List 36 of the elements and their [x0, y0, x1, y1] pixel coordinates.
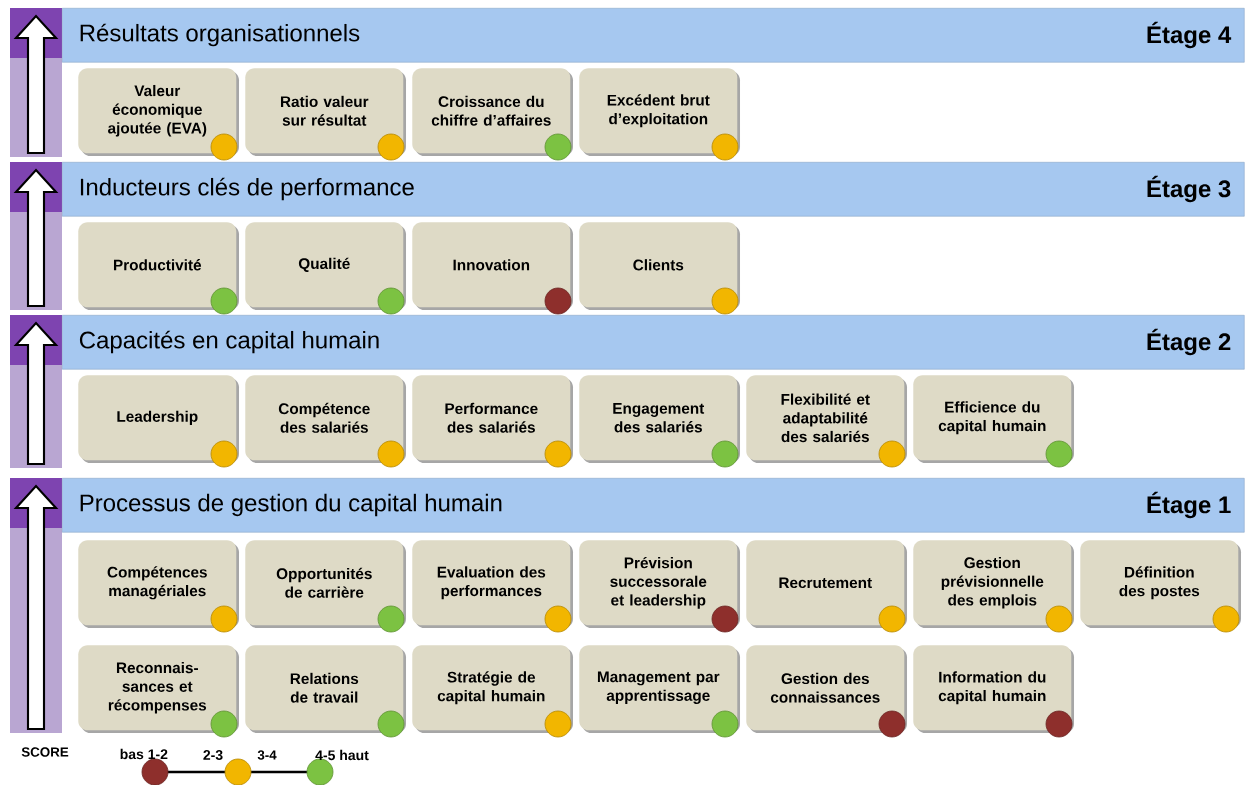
- indicator-box: Stratégie de capital humain: [412, 645, 573, 733]
- indicator-box: Flexibilité et adaptabilité des salariés: [746, 375, 907, 463]
- indicator-box: Engagement des salariés: [579, 375, 740, 463]
- indicator-box: Leadership: [78, 375, 239, 463]
- level-band: Résultats organisationnels Étage 4: [62, 8, 1245, 63]
- indicator-box: Opportunités de carrière: [245, 540, 406, 628]
- indicator-box: Croissance du chiffre d’affaires: [412, 68, 573, 156]
- scale-label: SCORE: [21, 747, 69, 757]
- indicator-box: Ratio valeur sur résultat: [245, 68, 406, 156]
- indicator-box: Clients: [579, 222, 740, 310]
- legend-label: 2-3: [203, 750, 223, 760]
- indicator-box: Valeur économique ajoutée (EVA): [78, 68, 239, 156]
- level-band: Capacités en capital humain Étage 2: [62, 315, 1245, 370]
- level-band: Processus de gestion du capital humain Étage 1: [62, 478, 1245, 533]
- indicator-box: Excédent brut d’exploitation: [579, 68, 740, 156]
- indicator-box: Productivité: [78, 222, 239, 310]
- indicator-box: Efficience du capital humain: [913, 375, 1074, 463]
- indicator-box: Management par apprentissage: [579, 645, 740, 733]
- indicator-box: Performance des salariés: [412, 375, 573, 463]
- indicator-box: Compétence des salariés: [245, 375, 406, 463]
- indicator-box: Recrutement: [746, 540, 907, 628]
- indicator-box: Gestion des connaissances: [746, 645, 907, 733]
- indicator-box: Qualité: [245, 222, 406, 310]
- indicator-box: Information du capital humain: [913, 645, 1074, 733]
- legend-label: 4-5 haut: [315, 749, 369, 761]
- indicator-box: Gestion prévisionnelle des emplois: [913, 540, 1074, 628]
- indicator-box: Prévision successorale et leadership: [579, 540, 740, 628]
- indicator-box: Relations de travail: [245, 645, 406, 733]
- indicator-box: Définition des postes: [1080, 540, 1241, 628]
- level-band: Inducteurs clés de performance Étage 3: [62, 162, 1245, 217]
- legend-label: bas 1-2: [120, 748, 168, 760]
- scale-label: 3-4: [257, 750, 277, 760]
- indicator-box: Reconnais- sances et récompenses: [78, 645, 239, 733]
- indicator-box: Compétences managériales: [78, 540, 239, 628]
- indicator-box: Evaluation des performances: [412, 540, 573, 628]
- indicator-box: Innovation: [412, 222, 573, 310]
